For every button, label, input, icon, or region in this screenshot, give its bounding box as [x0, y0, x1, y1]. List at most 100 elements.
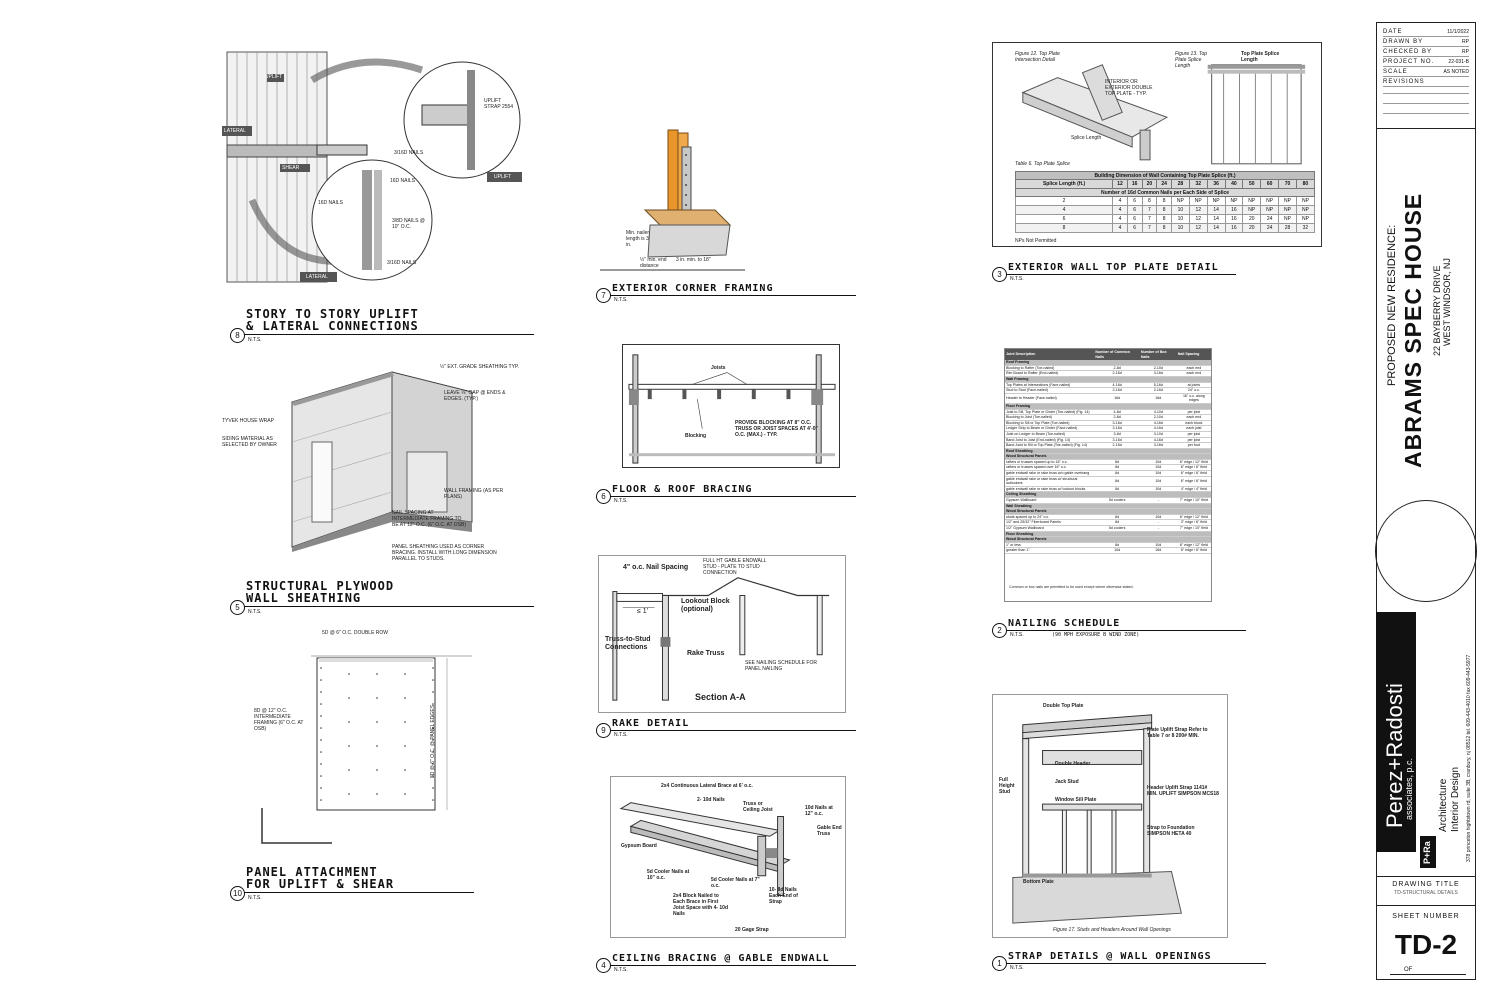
table-cell — [1094, 376, 1140, 383]
table-cell: each joist — [1176, 425, 1211, 432]
table-cell: 6" edge / 6" field — [1176, 547, 1211, 554]
pra-text: P+Ra — [1422, 841, 1432, 864]
table-cell: NP — [1242, 196, 1262, 206]
block-nailed-label: 2x4 Block Nailed to Each Brace in First … — [673, 893, 729, 917]
detail-6-number: 6 — [596, 489, 611, 504]
table-cell: per joist — [1176, 431, 1211, 438]
detail-10-scale: N.T.S. — [248, 895, 262, 901]
title-block-key: DATE — [1383, 29, 1403, 35]
table-cell: 4 — [1112, 214, 1128, 224]
table-cell — [1176, 536, 1211, 543]
table-cell: 10d — [1139, 470, 1177, 477]
joists-label: Joists — [711, 365, 726, 371]
table-cell: Gypsum Wallboard — [1005, 497, 1095, 504]
detail-4-title: Ceiling bracing @ gable endwall — [612, 953, 830, 964]
not-permitted-note: NPs Not Permitted — [1015, 238, 1057, 244]
detail-4-underline — [610, 965, 856, 966]
firm-logo-box — [1376, 612, 1416, 852]
detail-9-title: Rake detail — [612, 718, 690, 729]
detail-2-subtitle: (90 MPH EXPOSURE B WIND ZONE) — [1052, 632, 1140, 638]
table-cell: NP — [1260, 196, 1280, 206]
detail-1-drawing — [1012, 714, 1183, 924]
table-cell: 10d — [1139, 459, 1177, 466]
lateral-label: Lateral — [224, 128, 246, 134]
table-cell: NP — [1170, 196, 1190, 206]
table-cell: Rim Board to Rafter (End-nailed) — [1005, 370, 1095, 377]
detail-6-frame: Joists Blocking PROVIDE BLOCKING AT 8" O… — [622, 344, 840, 468]
table-cell: 3-16d — [1094, 425, 1140, 432]
table-cell: - — [1139, 497, 1177, 504]
table-cell — [1139, 536, 1177, 543]
table-row: Wall Framing — [1005, 376, 1211, 383]
table-cell: 2-8d — [1094, 365, 1140, 372]
detail-1-frame: Double Top Plate Plate Uplift Strap Refe… — [992, 694, 1228, 938]
detail-1: Double Top Plate Plate Uplift Strap Refe… — [992, 694, 1272, 976]
table-row: Blocking to Sill or Top Plate (Toe-naile… — [1005, 420, 1211, 427]
splice-length-label: Top Plate Splice Length — [1241, 51, 1280, 63]
table-cell: Wood Structural Panels — [1005, 508, 1095, 515]
detail-4-number: 4 — [596, 958, 611, 973]
full-height-stud-label: Full Height Stud — [999, 777, 1015, 795]
table-cell — [1176, 531, 1211, 538]
building-dimension-header: 36 — [1206, 179, 1226, 189]
table-cell: Wood Structural Panels — [1005, 453, 1095, 460]
table-cell: NP — [1295, 214, 1316, 224]
gable-truss-label: Gable End Truss — [817, 825, 842, 837]
table-cell: 4 — [1112, 196, 1128, 206]
table-cell: 2-10d — [1139, 365, 1177, 372]
table-cell: Joist to Sill, Top Plate or Girder (Toe-… — [1005, 409, 1095, 416]
detail-8-title-2: & lateral connections — [246, 319, 419, 333]
detail-6-scale: N.T.S. — [614, 498, 628, 504]
nails-label-4: 3/8d NAILS @ 10" O.C. — [392, 218, 425, 230]
detail-9-frame: 4" o.c. Nail Spacing FULL HT GABLE ENDWA… — [598, 555, 846, 713]
services-architecture: Architecture — [1438, 778, 1449, 832]
table-cell — [1139, 508, 1177, 515]
table-cell: 8d — [1094, 470, 1140, 477]
detail-3-frame: Figure 12. Top Plate Intersection Detail… — [992, 42, 1322, 247]
table-row: Roof Sheathing — [1005, 448, 1211, 455]
table-cell: 8d — [1094, 486, 1140, 493]
table-row: Ledger Strip to Beam or Girder (Face-nai… — [1005, 425, 1211, 432]
table-cell: 7 — [1141, 205, 1158, 215]
detail-7-drawing — [600, 129, 745, 271]
nailing-header: Number of Box Nails — [1139, 349, 1177, 361]
table-cell: Joist on Ledger to Beam (Toe-nailed) — [1005, 431, 1095, 438]
table-cell: 16d — [1094, 393, 1140, 404]
figure-13-caption: Figure 13. Top Plate Splice Length — [1175, 51, 1208, 69]
table-cell: 1" or less — [1005, 542, 1095, 549]
table-cell: NP — [1224, 196, 1244, 206]
building-dimension-header: 50 — [1242, 179, 1262, 189]
gap-label: LEAVE ⅛" GAP @ ENDS & EDGES. (TYP.) — [444, 390, 506, 402]
table-cell: Blocking to Rafter (Toe-nailed) — [1005, 365, 1095, 372]
table-cell: each block — [1176, 420, 1211, 427]
sheet-of: OF — [1404, 967, 1413, 973]
table-cell: 32 — [1295, 223, 1316, 233]
table-cell: 10 — [1170, 223, 1190, 233]
detail-7-title: Exterior corner framing — [612, 283, 774, 294]
table-cell — [1094, 536, 1140, 543]
table-row: Joist on Ledger to Beam (Toe-nailed)3-8d… — [1005, 431, 1211, 438]
table-cell — [1139, 531, 1177, 538]
strap-nails-label: 10- 8d Nails Each End of Strap — [769, 887, 798, 905]
detail-5-title-1: Structural plywood — [246, 579, 395, 593]
window-sill-label: Window Sill Plate — [1055, 797, 1097, 803]
building-dimension-header: 28 — [1170, 179, 1190, 189]
project-address-1: 22 BAYBERRY DRIVE — [1432, 265, 1442, 356]
title-block-value: AS NOTED — [1443, 69, 1469, 75]
table-cell: 8 — [1156, 214, 1172, 224]
building-dimension-header: 16 — [1126, 179, 1143, 189]
table-row: Band Joist to Joist (End-nailed) (Fig. 1… — [1005, 437, 1211, 444]
table-cell: Stud to Stud (Face-nailed) — [1005, 387, 1095, 394]
cooler-nails-10-label: 5d Cooler Nails at 10" o.c. — [647, 869, 690, 881]
table-cell: per foot — [1176, 442, 1211, 449]
table-cell: NP — [1206, 196, 1226, 206]
blocking-label: Blocking — [685, 433, 707, 439]
table-row: Ceiling Sheathing — [1005, 491, 1211, 498]
table-cell: 4 — [1014, 205, 1114, 215]
table-cell: 3-8d — [1094, 431, 1140, 438]
